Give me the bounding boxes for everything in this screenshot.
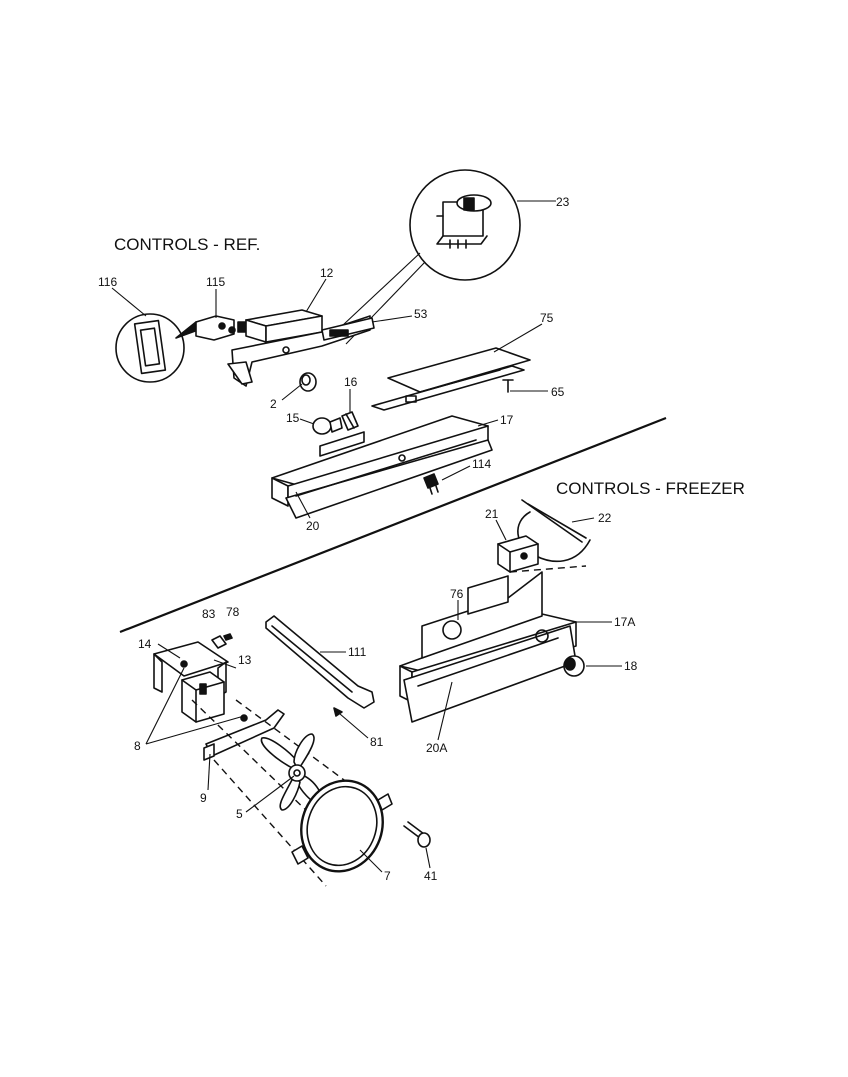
section-title-ref: CONTROLS - REF. [114,235,260,254]
part-76-bulb [442,620,462,640]
part-9-clip [203,743,215,761]
callout-83: 83 [202,607,216,621]
part-78-screw [223,633,233,641]
part-18-knob [563,655,585,677]
callout-17: 17 [500,413,514,427]
part-21-thermostat [497,535,539,573]
callout-2: 2 [270,397,277,411]
section-title-freezer: CONTROLS - FREEZER [556,479,745,498]
callout-18: 18 [624,659,638,673]
part-75-cover [371,347,531,411]
callout-5: 5 [236,807,243,821]
part-2-knob [299,372,317,392]
callout-53: 53 [414,307,428,321]
part-7-shroud [291,779,393,873]
callout-15: 15 [286,411,300,425]
callout-81: 81 [370,735,384,749]
callout-75: 75 [540,311,554,325]
part-17-light-housing [271,415,493,519]
callout-41: 41 [424,869,438,883]
callout-17A: 17A [614,615,635,629]
callout-115: 115 [206,275,225,289]
callout-16: 16 [344,375,358,389]
part-15-bulb [312,417,343,435]
callout-114: 114 [472,457,491,471]
part-81-screw [333,707,343,717]
part-14-motor-bracket [153,641,229,697]
callout-65: 65 [551,385,565,399]
part-115-switch [195,315,247,341]
callout-78: 78 [226,605,240,619]
callout-111: 111 [348,645,367,659]
part-17A-freezer-housing [399,571,577,723]
part-20-lens [295,439,477,497]
part-116-lens [115,313,185,383]
part-53-bracket [321,317,375,341]
callout-23: 23 [556,195,570,209]
callout-21: 21 [485,507,499,521]
callout-20A: 20A [426,741,447,755]
section-divider [119,416,667,634]
part-23-timer [409,169,521,281]
callout-7: 7 [384,869,391,883]
part-41-screw [403,821,431,848]
part-111-bracket [265,615,375,709]
callout-76: 76 [450,587,464,601]
part-16-socket [341,411,359,431]
callout-20: 20 [306,519,320,533]
callout-116: 116 [98,275,117,289]
callout-22: 22 [598,511,612,525]
part-83-clip [211,635,227,649]
part-13-fan-motor [181,671,225,723]
part-65-screw [502,379,514,393]
callout-9: 9 [200,791,207,805]
callout-14: 14 [138,637,152,651]
callout-12: 12 [320,266,334,280]
callout-13: 13 [238,653,252,667]
callout-8: 8 [134,739,141,753]
part-114-switch [423,473,439,495]
